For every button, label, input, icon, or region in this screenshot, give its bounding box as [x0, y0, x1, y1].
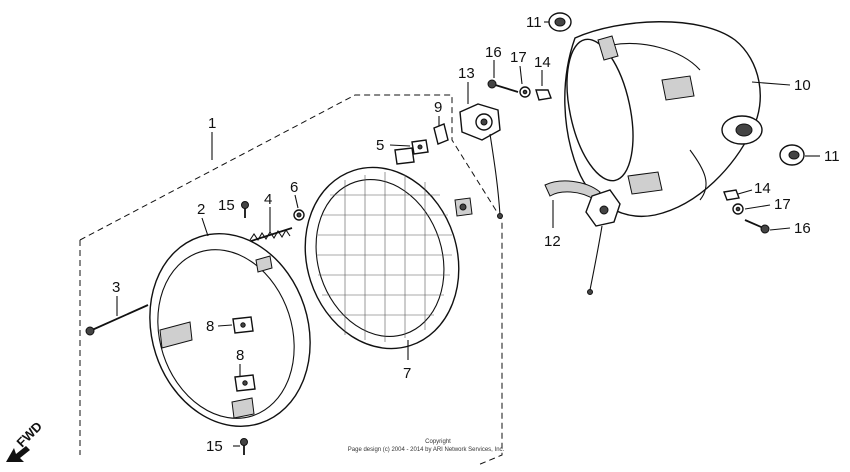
adjust-screw-3 [85, 304, 149, 336]
fwd-arrow-icon [6, 446, 30, 462]
upper-mount-13 [459, 103, 503, 219]
callout-13: 13 [458, 65, 475, 82]
callout-8-upper: 8 [206, 318, 214, 335]
copyright-notice: Copyright Page design (c) 2004 - 2014 by… [348, 439, 505, 453]
callout-11-upper: 11 [526, 14, 542, 31]
washer-lower [732, 203, 744, 215]
callout-9: 9 [434, 99, 442, 116]
washer-upper [519, 86, 531, 98]
callout-labels: 1 2 3 4 5 6 7 8 8 9 10 11 11 12 13 14 14… [112, 14, 840, 455]
callout-8-lower: 8 [236, 347, 244, 364]
nut-upper [535, 89, 552, 101]
callout-1: 1 [208, 115, 216, 132]
callout-11-lower: 11 [824, 148, 840, 165]
callout-6: 6 [290, 179, 298, 196]
callout-14-upper: 14 [534, 54, 551, 71]
callout-4: 4 [264, 191, 272, 208]
lower-mount-12 [544, 180, 621, 295]
callout-16-upper: 16 [485, 44, 502, 61]
washer-6 [293, 209, 305, 221]
screw-15-lower [240, 438, 248, 455]
callout-16-lower: 16 [794, 220, 811, 237]
assembly-outline [79, 94, 503, 466]
fwd-indicator: FWD [6, 419, 45, 462]
bolt-lower [744, 219, 770, 234]
clip-8-lower [234, 374, 256, 392]
bolt-upper [487, 79, 519, 93]
grommet-lower [779, 144, 805, 166]
leader-lines [116, 21, 820, 447]
nut-lower [723, 189, 740, 201]
screw-15-upper [241, 201, 249, 218]
callout-2: 2 [197, 201, 205, 218]
callout-14-lower: 14 [754, 180, 771, 197]
callout-7: 7 [403, 365, 411, 382]
clip-nut-5 [411, 139, 429, 155]
spacer-9 [433, 123, 449, 145]
clip-8-upper [232, 316, 254, 334]
callout-15-lower: 15 [206, 438, 223, 455]
callout-5: 5 [376, 137, 384, 154]
callout-17-upper: 17 [510, 49, 527, 66]
callout-15-upper: 15 [218, 197, 235, 214]
callout-10: 10 [794, 77, 811, 94]
grommet-upper [548, 12, 572, 32]
copyright-line-1: Copyright [425, 439, 451, 445]
callout-3: 3 [112, 279, 120, 296]
fwd-label: FWD [14, 419, 46, 451]
copyright-line-2: Page design (c) 2004 - 2014 by ARI Netwo… [348, 447, 505, 453]
mounting-rim-2 [149, 233, 311, 427]
callout-12: 12 [544, 233, 561, 250]
sealed-beam-unit [304, 147, 473, 350]
headlight-case [564, 21, 763, 217]
callout-17-lower: 17 [774, 196, 791, 213]
